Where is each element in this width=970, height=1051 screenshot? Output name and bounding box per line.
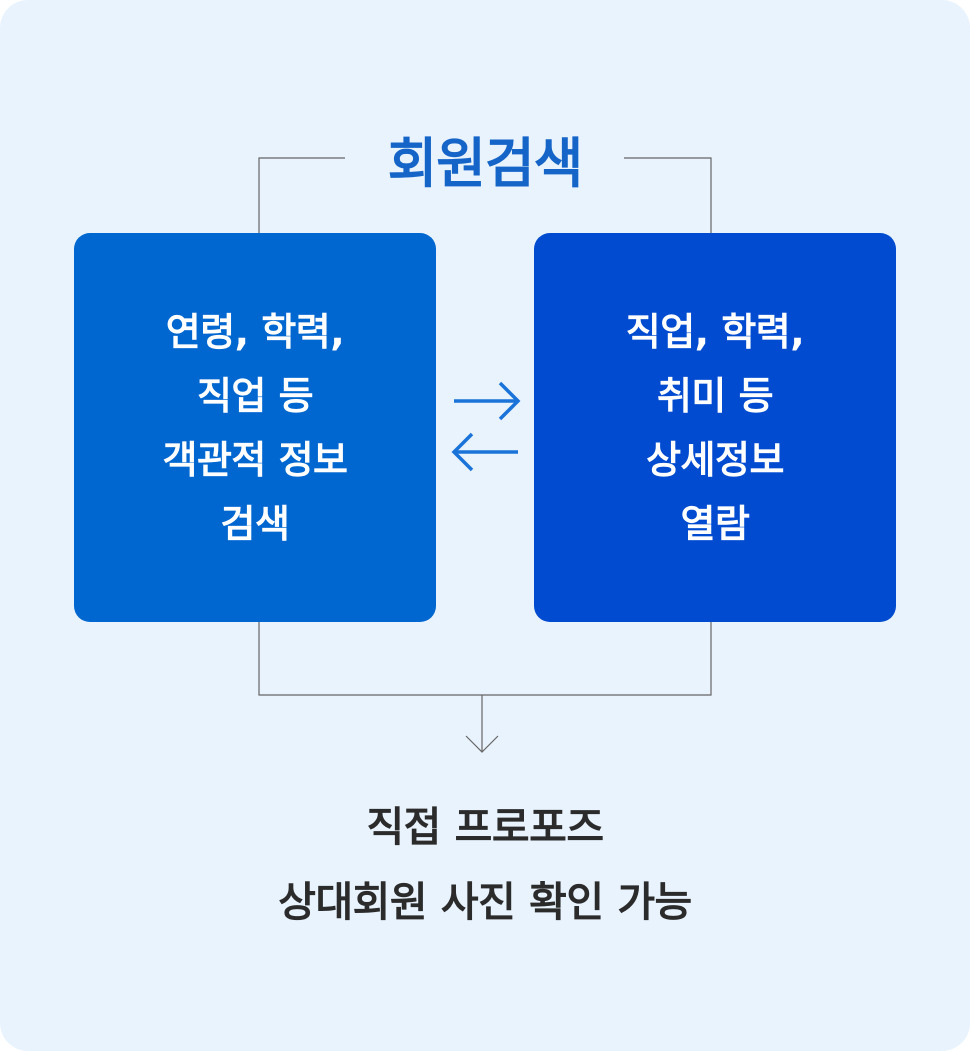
box-text-line: 취미 등 <box>656 373 774 418</box>
arrow-left-icon <box>451 432 518 472</box>
arrow-right-icon <box>454 381 521 421</box>
top-left-connector <box>258 157 345 233</box>
box-text-line: 객관적 정보 <box>162 437 348 482</box>
result-line-proposal: 직접 프로포즈 <box>366 803 604 851</box>
objective-search-box: 연령, 학력, 직업 등 객관적 정보 검색 <box>74 233 436 622</box>
box-text-line: 직업, 학력, <box>625 309 805 354</box>
detail-view-box: 직업, 학력, 취미 등 상세정보 열람 <box>534 233 896 622</box>
arrow-down-icon <box>465 735 499 753</box>
result-line-photo: 상대회원 사진 확인 가능 <box>278 878 692 926</box>
diagram-title: 회원검색 <box>387 131 584 195</box>
box-text-line: 열람 <box>680 501 750 546</box>
bottom-connector <box>258 622 712 696</box>
box-text-line: 상세정보 <box>646 437 784 482</box>
box-text-line: 검색 <box>220 501 290 546</box>
box-text-line: 직업 등 <box>196 373 314 418</box>
result-text: 직접 프로포즈 상대회원 사진 확인 가능 <box>0 790 970 940</box>
box-text-line: 연령, 학력, <box>165 309 345 354</box>
top-right-connector <box>624 157 712 233</box>
